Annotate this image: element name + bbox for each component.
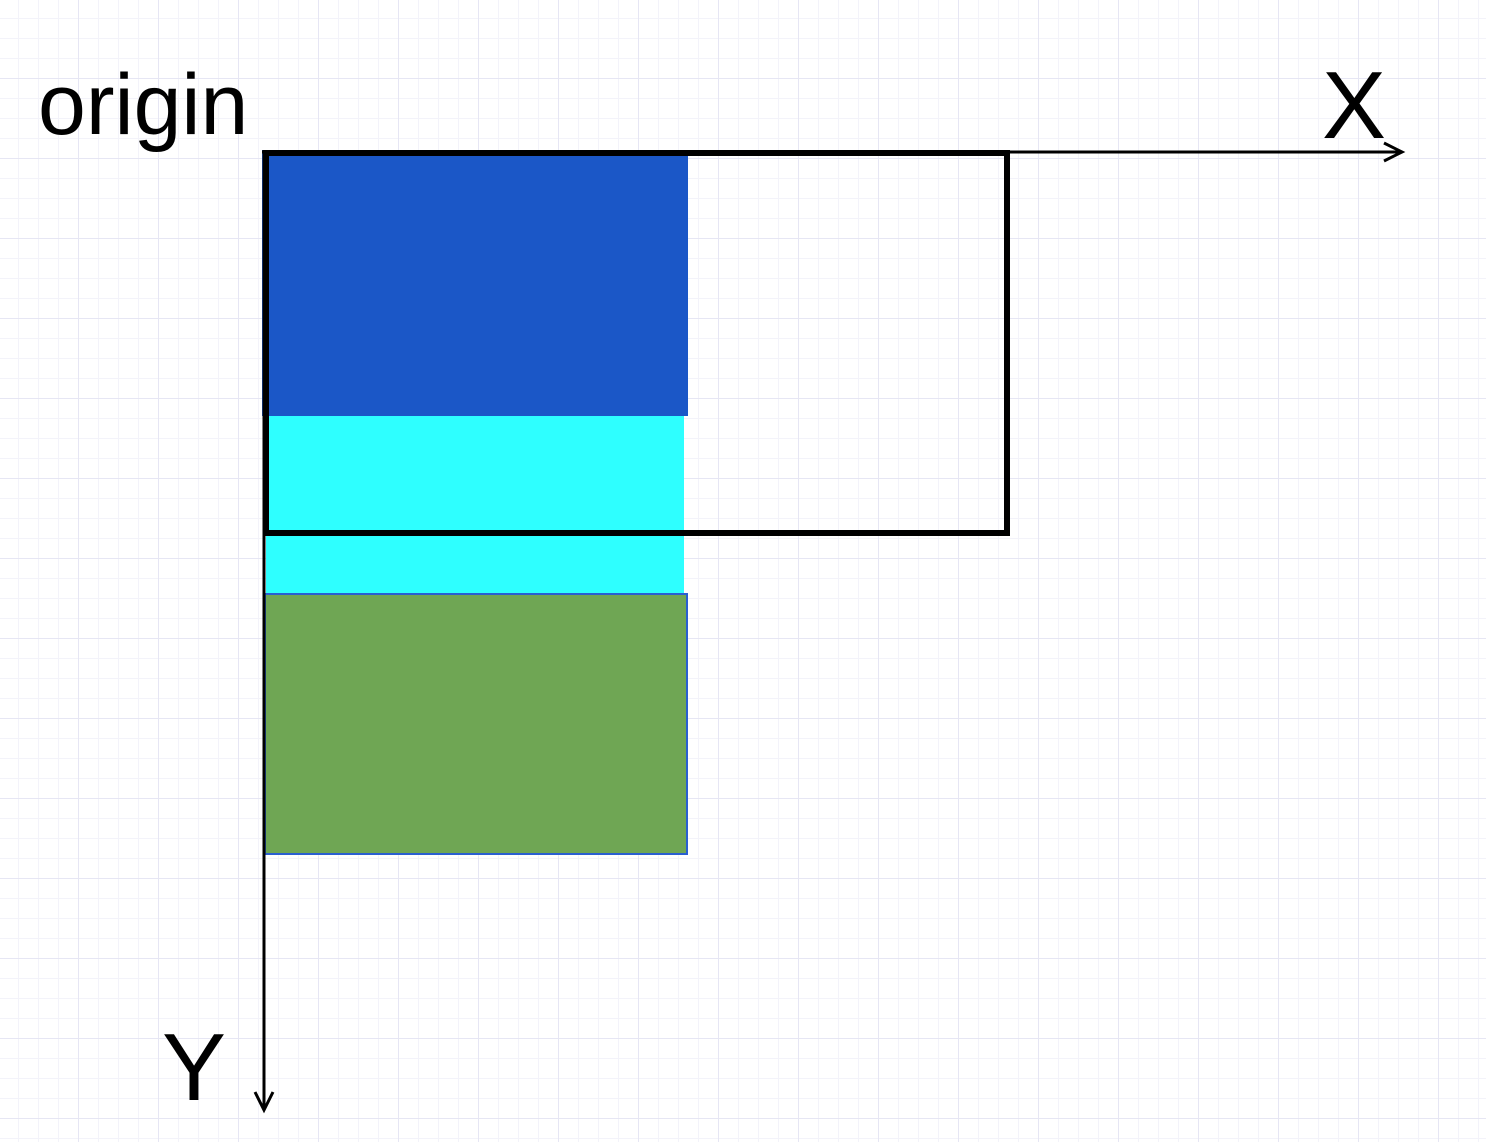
blue-rectangle bbox=[262, 150, 688, 416]
x-axis-label: X bbox=[1322, 52, 1387, 159]
green-rectangle bbox=[264, 593, 688, 855]
x-axis-arrowhead bbox=[1383, 141, 1406, 163]
origin-label: origin bbox=[38, 57, 249, 153]
y-axis-label: Y bbox=[162, 1014, 227, 1121]
y-axis-arrowhead bbox=[253, 1091, 275, 1114]
cyan-rectangle bbox=[266, 412, 684, 598]
